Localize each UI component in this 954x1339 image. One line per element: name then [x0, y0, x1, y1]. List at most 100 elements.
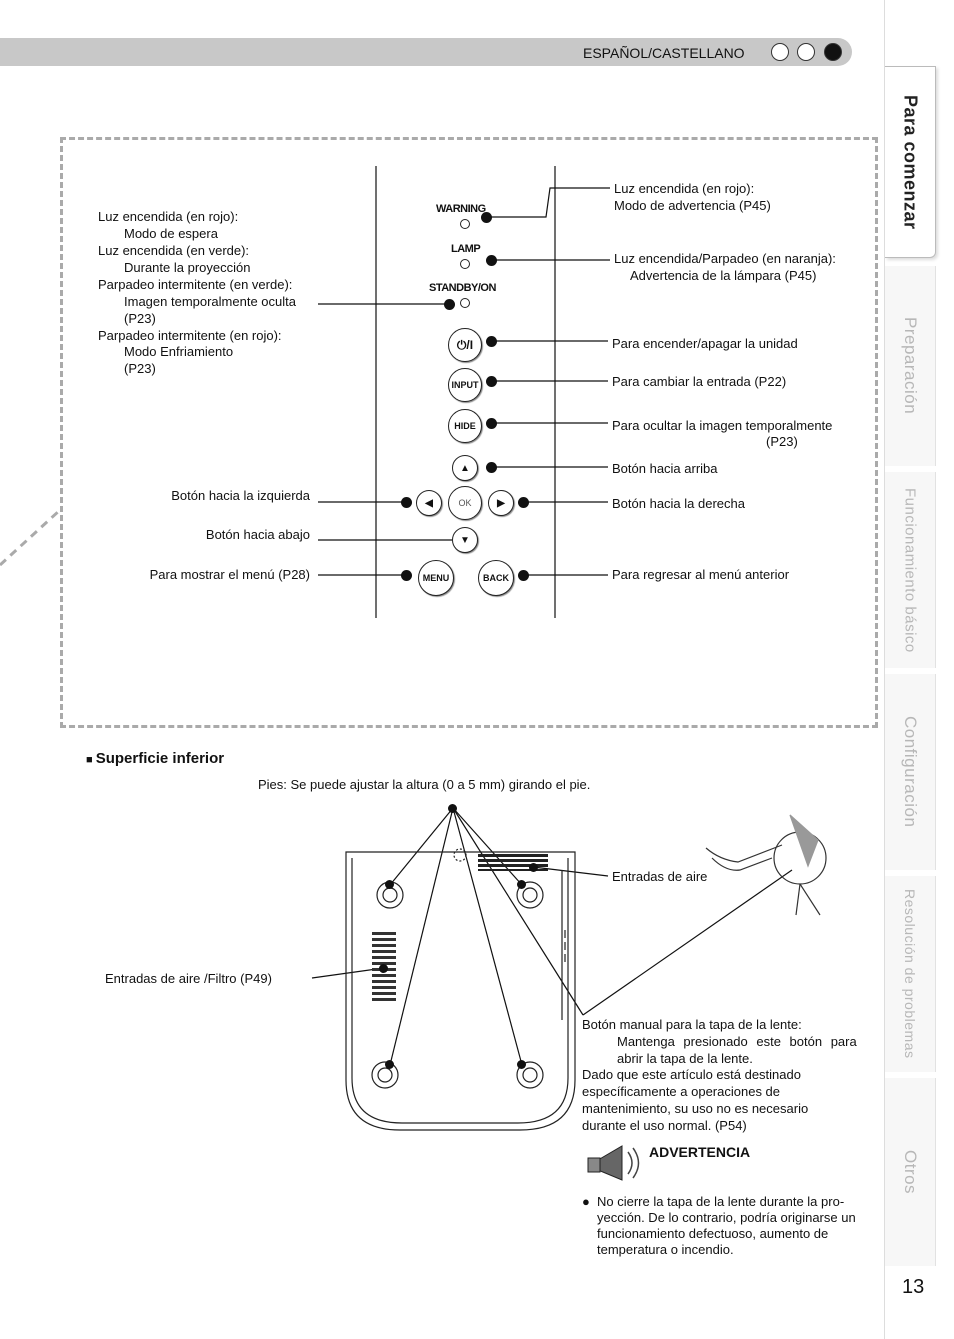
leader-dot — [518, 570, 529, 581]
warning-indicator-label: WARNING — [436, 203, 486, 215]
standby-label-2: Modo de espera — [124, 226, 218, 241]
hide-label-1: Para ocultar la imagen temporalmente — [612, 418, 833, 433]
lens-cover-line-3: abrir la tapa de la lente. — [617, 1051, 753, 1066]
arrow-right-icon: ▶ — [497, 497, 505, 509]
right-label: Botón hacia la derecha — [612, 496, 745, 511]
lamp-label-1: Luz encendida/Parpadeo (en naranja): — [614, 251, 836, 266]
standby-label-6: Imagen temporalmente oculta — [124, 294, 296, 309]
side-tabs: Para comenzar Preparación Funcionamiento… — [884, 0, 954, 1339]
tab-label: Preparación — [901, 317, 920, 415]
square-bullet-icon: ■ — [86, 754, 96, 766]
standby-label-10: (P23) — [124, 361, 156, 376]
leader-dot — [481, 212, 492, 223]
standby-label-8: Parpadeo intermitente (en rojo): — [98, 328, 282, 343]
standby-label-5: Parpadeo intermitente (en verde): — [98, 277, 293, 292]
lens-cover-line-2: Mantenga presionado este botón para — [617, 1034, 857, 1049]
right-button[interactable]: ▶ — [488, 490, 514, 516]
down-button[interactable]: ▼ — [452, 527, 478, 553]
standby-label-1: Luz encendida (en rojo): — [98, 209, 239, 224]
left-button-label: Botón hacia la izquierda — [171, 488, 310, 503]
leader-dot — [529, 863, 538, 872]
lamp-indicator-light — [460, 259, 470, 269]
leader-dot — [518, 497, 529, 508]
leader-dot — [444, 299, 455, 310]
control-panel-frame — [60, 137, 878, 728]
air-filter-label: Entradas de aire /Filtro (P49) — [105, 971, 272, 986]
left-button[interactable]: ◀ — [416, 490, 442, 516]
standby-indicator-label: STANDBY/ON — [429, 282, 496, 294]
leader-dot — [486, 418, 497, 429]
arrow-left-icon: ◀ — [425, 497, 433, 509]
up-button[interactable]: ▲ — [452, 455, 478, 481]
lamp-label-2: Advertencia de la lámpara (P45) — [630, 268, 817, 283]
warning-label-1: Luz encendida (en rojo): — [614, 181, 755, 196]
standby-label-3: Luz encendida (en verde): — [98, 243, 250, 258]
language-indicator-1 — [771, 43, 789, 61]
leader-dot — [401, 497, 412, 508]
warning-text: ● No cierre la tapa de la lente durante … — [582, 1194, 887, 1258]
tab-label: Funcionamiento básico — [901, 487, 919, 653]
leader-dot — [486, 336, 497, 347]
tab-configuracion[interactable]: Configuración — [885, 674, 936, 870]
arrow-down-icon: ▼ — [460, 534, 470, 546]
standby-label-9: Modo Enfriamiento — [124, 344, 234, 359]
down-button-label: Botón hacia abajo — [205, 527, 310, 542]
back-button[interactable]: BACK — [478, 560, 514, 596]
leader-dot — [486, 462, 497, 473]
header-bar — [0, 38, 852, 66]
megaphone-icon — [587, 1145, 640, 1181]
tab-label: Para comenzar — [900, 94, 921, 230]
tab-preparacion[interactable]: Preparación — [885, 266, 936, 466]
lens-cover-line-1: Botón manual para la tapa de la lente: — [582, 1017, 802, 1032]
warning-title: ADVERTENCIA — [649, 1144, 751, 1160]
tab-label: Configuración — [901, 716, 920, 828]
tab-label: Resolución de problemas — [902, 889, 918, 1059]
back-label: Para regresar al menú anterior — [612, 567, 790, 582]
input-label: Para cambiar la entrada (P22) — [612, 374, 787, 389]
leader-dot — [486, 376, 497, 387]
input-button[interactable]: INPUT — [448, 368, 482, 402]
section-title: ■ Superficie inferior — [86, 750, 224, 767]
lamp-indicator-label: LAMP — [451, 243, 481, 255]
lens-cover-line-5: específicamente a operaciones de — [582, 1084, 781, 1099]
feet-caption: Pies: Se puede ajustar la altura (0 a 5 … — [258, 777, 591, 792]
air-intakes-label: Entradas de aire — [612, 869, 708, 884]
arrow-up-icon: ▲ — [460, 462, 470, 474]
language-indicator-3 — [824, 43, 842, 61]
leader-dot — [385, 1060, 394, 1069]
standby-label-4: Durante la proyección — [124, 260, 251, 275]
menu-button-label: Para mostrar el menú (P28) — [149, 567, 310, 582]
lens-cover-line-6: mantenimiento, su uso no es necesario — [582, 1101, 809, 1116]
bullet-icon: ● — [582, 1194, 590, 1209]
language-indicator-2 — [797, 43, 815, 61]
warning-indicator-light — [460, 219, 470, 229]
language-label: ESPAÑOL/CASTELLANO — [583, 45, 745, 61]
tab-funcionamiento-basico[interactable]: Funcionamiento básico — [885, 472, 936, 668]
leader-dot — [448, 804, 457, 813]
leader-dot — [486, 255, 497, 266]
power-label: Para encender/apagar la unidad — [612, 336, 798, 351]
lens-cover-line-7: durante el uso normal. (P54) — [582, 1118, 747, 1133]
leader-dot — [385, 880, 394, 889]
warning-text-body: No cierre la tapa de la lente durante la… — [597, 1194, 856, 1257]
up-label: Botón hacia arriba — [612, 461, 718, 476]
section-title-text: Superficie inferior — [95, 750, 225, 767]
leader-dot — [517, 1060, 526, 1069]
leader-dot — [379, 964, 388, 973]
tab-otros[interactable]: Otros — [885, 1078, 936, 1266]
tab-para-comenzar[interactable]: Para comenzar — [885, 66, 936, 258]
tab-resolucion-de-problemas[interactable]: Resolución de problemas — [885, 876, 936, 1072]
power-button[interactable]: ⏻/I — [448, 328, 482, 362]
standby-label-7: (P23) — [124, 311, 156, 326]
lens-cover-line-4: Dado que este artículo está destinado — [582, 1067, 801, 1082]
ok-button[interactable]: OK — [448, 486, 482, 520]
menu-button[interactable]: MENU — [418, 560, 454, 596]
hide-label-2: (P23) — [766, 434, 798, 449]
warning-label-2: Modo de advertencia (P45) — [614, 198, 771, 213]
page-number: 13 — [902, 1276, 925, 1298]
tab-label: Otros — [901, 1149, 920, 1195]
hide-button[interactable]: HIDE — [448, 409, 482, 443]
standby-indicator-light — [460, 298, 470, 308]
leader-dot — [401, 570, 412, 581]
